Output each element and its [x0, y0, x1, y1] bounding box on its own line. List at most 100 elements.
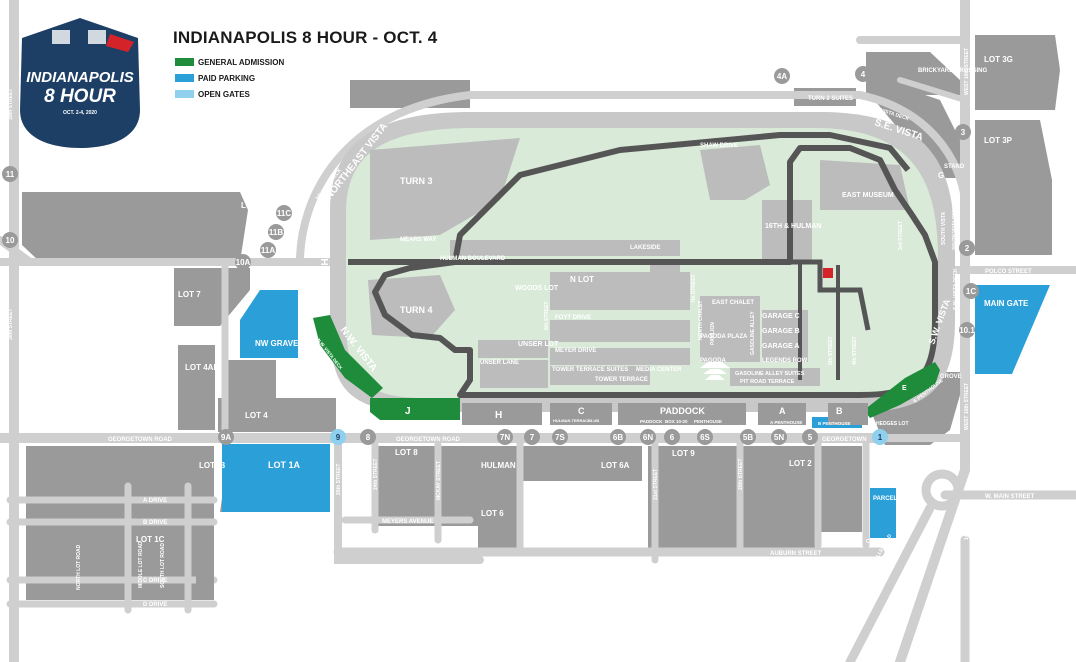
hulman-label: HULMAN: [481, 461, 516, 470]
tower-terrace-suites-label: TOWER TERRACE SUITES: [552, 367, 628, 373]
main-street-label: W. MAIN STREET: [985, 494, 1035, 500]
a-penthouse-label: A PENTHOUSE: [770, 420, 802, 425]
coord-st-label: COORD ST: [866, 539, 892, 545]
svg-text:4A: 4A: [777, 72, 787, 81]
logo-dates: OCT. 2-4, 2020: [63, 110, 97, 116]
legend-label: OPEN GATES: [198, 89, 250, 99]
north-lot-road-label: NORTH LOT ROAD: [76, 544, 82, 590]
section-h-label: H: [495, 410, 502, 421]
main-gate-label: MAIN GATE: [984, 299, 1029, 308]
hulman-boulevard-label: HULMAN BOULEVARD: [440, 256, 506, 262]
gate-10[interactable]: 10: [2, 232, 18, 248]
south-vista-deck-label: SOUTH VISTA DECK: [951, 205, 956, 250]
section-j-label: J: [405, 406, 411, 417]
garage-a-label: GARAGE A: [762, 343, 799, 350]
gate-5b[interactable]: 5B: [740, 429, 756, 445]
street-16th-label: 16th STREET: [1068, 319, 1074, 350]
svg-text:1C: 1C: [966, 287, 976, 296]
auburn-street-label: AUBURN STREET: [770, 551, 822, 557]
b-penthouse-label: B PENTHOUSE: [818, 421, 851, 426]
svg-text:4: 4: [861, 70, 866, 79]
gate-markers: 11 10 11C 11B 11A 10A 9A 9 8 7N 7 7S 6B …: [2, 66, 979, 445]
gate-6[interactable]: 6: [664, 429, 680, 445]
gate-7n[interactable]: 7N: [497, 429, 513, 445]
south-lot-road-label: SOUTH LOT ROAD: [160, 543, 166, 588]
gate-6b[interactable]: 6B: [610, 429, 626, 445]
pavilion-label: PAVILION: [710, 322, 716, 345]
gate-1[interactable]: 1: [872, 429, 888, 445]
d-drive-label: D DRIVE: [143, 602, 167, 608]
b-drive-label: B DRIVE: [143, 520, 167, 526]
gate-6n[interactable]: 6N: [640, 429, 656, 445]
gate-10-1[interactable]: 10.1: [959, 322, 975, 338]
pagoda-plaza-label: PAGODA PLAZA: [700, 334, 748, 340]
georgetown-label: GEORGETOWN: [822, 437, 867, 443]
gate-7s[interactable]: 7S: [552, 429, 568, 445]
north-chalet-label: NORTH CHALET: [698, 301, 704, 340]
svg-text:7S: 7S: [555, 433, 565, 442]
lot-3p-label: LOT 3P: [984, 136, 1013, 145]
svg-text:5N: 5N: [774, 433, 784, 442]
lot-7-label: LOT 7: [178, 290, 201, 299]
a-drive-label: A DRIVE: [143, 498, 167, 504]
hedges-lot-label: HEDGES LOT: [876, 421, 909, 427]
lot-4-label: LOT 4: [245, 411, 268, 420]
club-label: CLUB: [588, 418, 599, 423]
svg-text:6S: 6S: [700, 433, 710, 442]
gasoline-alley-label: GASOLINE ALLEY: [750, 311, 756, 355]
gate-2[interactable]: 2: [959, 240, 975, 256]
museum-icon: [823, 268, 833, 278]
svg-text:6B: 6B: [613, 433, 623, 442]
middle-lot-road-label: MIDDLE LOT ROAD: [138, 541, 144, 588]
stand-label: STAND: [944, 164, 965, 170]
lot-7n-label: LOT 7 (North 40): [241, 201, 304, 210]
legend-paid-parking: PAID PARKING: [175, 73, 255, 83]
street-30th-north-label: 30th STREET: [8, 89, 14, 120]
paid-parking-areas: [222, 285, 1050, 538]
gate-4[interactable]: 4: [855, 66, 871, 82]
lot-6-label: LOT 6: [481, 509, 504, 518]
pagoda-label: PAGODA: [700, 358, 727, 364]
gate-7[interactable]: 7: [524, 429, 540, 445]
event-logo: INDIANAPOLIS 8 HOUR OCT. 2-4, 2020: [20, 18, 140, 148]
gate-5[interactable]: 5: [802, 429, 818, 445]
turn4-label: TURN 4: [400, 305, 433, 315]
gate-9a[interactable]: 9A: [218, 429, 234, 445]
gate-1c[interactable]: 1C: [963, 283, 979, 299]
sw-vista-deck-label: S.W. VISTA DECK: [953, 268, 959, 310]
tower-terrace-label: TOWER TERRACE: [595, 377, 648, 383]
garage-b-label: GARAGE B: [762, 328, 800, 335]
gate-3[interactable]: 3: [955, 124, 971, 140]
parcel-b-label: PARCEL B: [873, 496, 904, 502]
pagoda-icon: [700, 362, 730, 380]
gate-11[interactable]: 11: [2, 166, 18, 182]
svg-text:8: 8: [366, 433, 371, 442]
svg-text:9A: 9A: [221, 433, 231, 442]
gate-4a[interactable]: 4A: [774, 68, 790, 84]
gate-11b[interactable]: 11B: [268, 224, 284, 240]
brickyard-crossing-label: BRICKYARD CROSSING: [918, 68, 987, 74]
legend-label: GENERAL ADMISSION: [198, 57, 285, 67]
gate-8[interactable]: 8: [360, 429, 376, 445]
logo-line2: 8 HOUR: [44, 86, 116, 107]
general-admission-sections: [313, 315, 940, 420]
n-lot-label: N LOT: [570, 275, 594, 284]
woods-lot-label: WOODS LOT: [515, 285, 559, 292]
mears-way-label: MEARS WAY: [400, 237, 436, 243]
gate-9[interactable]: 9: [330, 429, 346, 445]
lot-2-label: LOT 2: [789, 459, 812, 468]
gate-11c[interactable]: 11C: [276, 205, 292, 221]
gate-10a[interactable]: 10A: [235, 254, 251, 270]
gate-6s[interactable]: 6S: [697, 429, 713, 445]
box-label: BOX 10-20: [665, 419, 688, 424]
unser-lot-label: UNSER LOT: [518, 341, 559, 348]
svg-text:11C: 11C: [277, 209, 291, 218]
lot-8-label: LOT 8: [395, 448, 418, 457]
svg-text:11: 11: [6, 170, 15, 179]
gate-11a[interactable]: 11A: [260, 242, 276, 258]
svg-text:9: 9: [336, 433, 341, 442]
meyer-drive-label: MEYER DRIVE: [555, 348, 596, 354]
gate-5n[interactable]: 5N: [771, 429, 787, 445]
turn3-label: TURN 3: [400, 176, 433, 186]
